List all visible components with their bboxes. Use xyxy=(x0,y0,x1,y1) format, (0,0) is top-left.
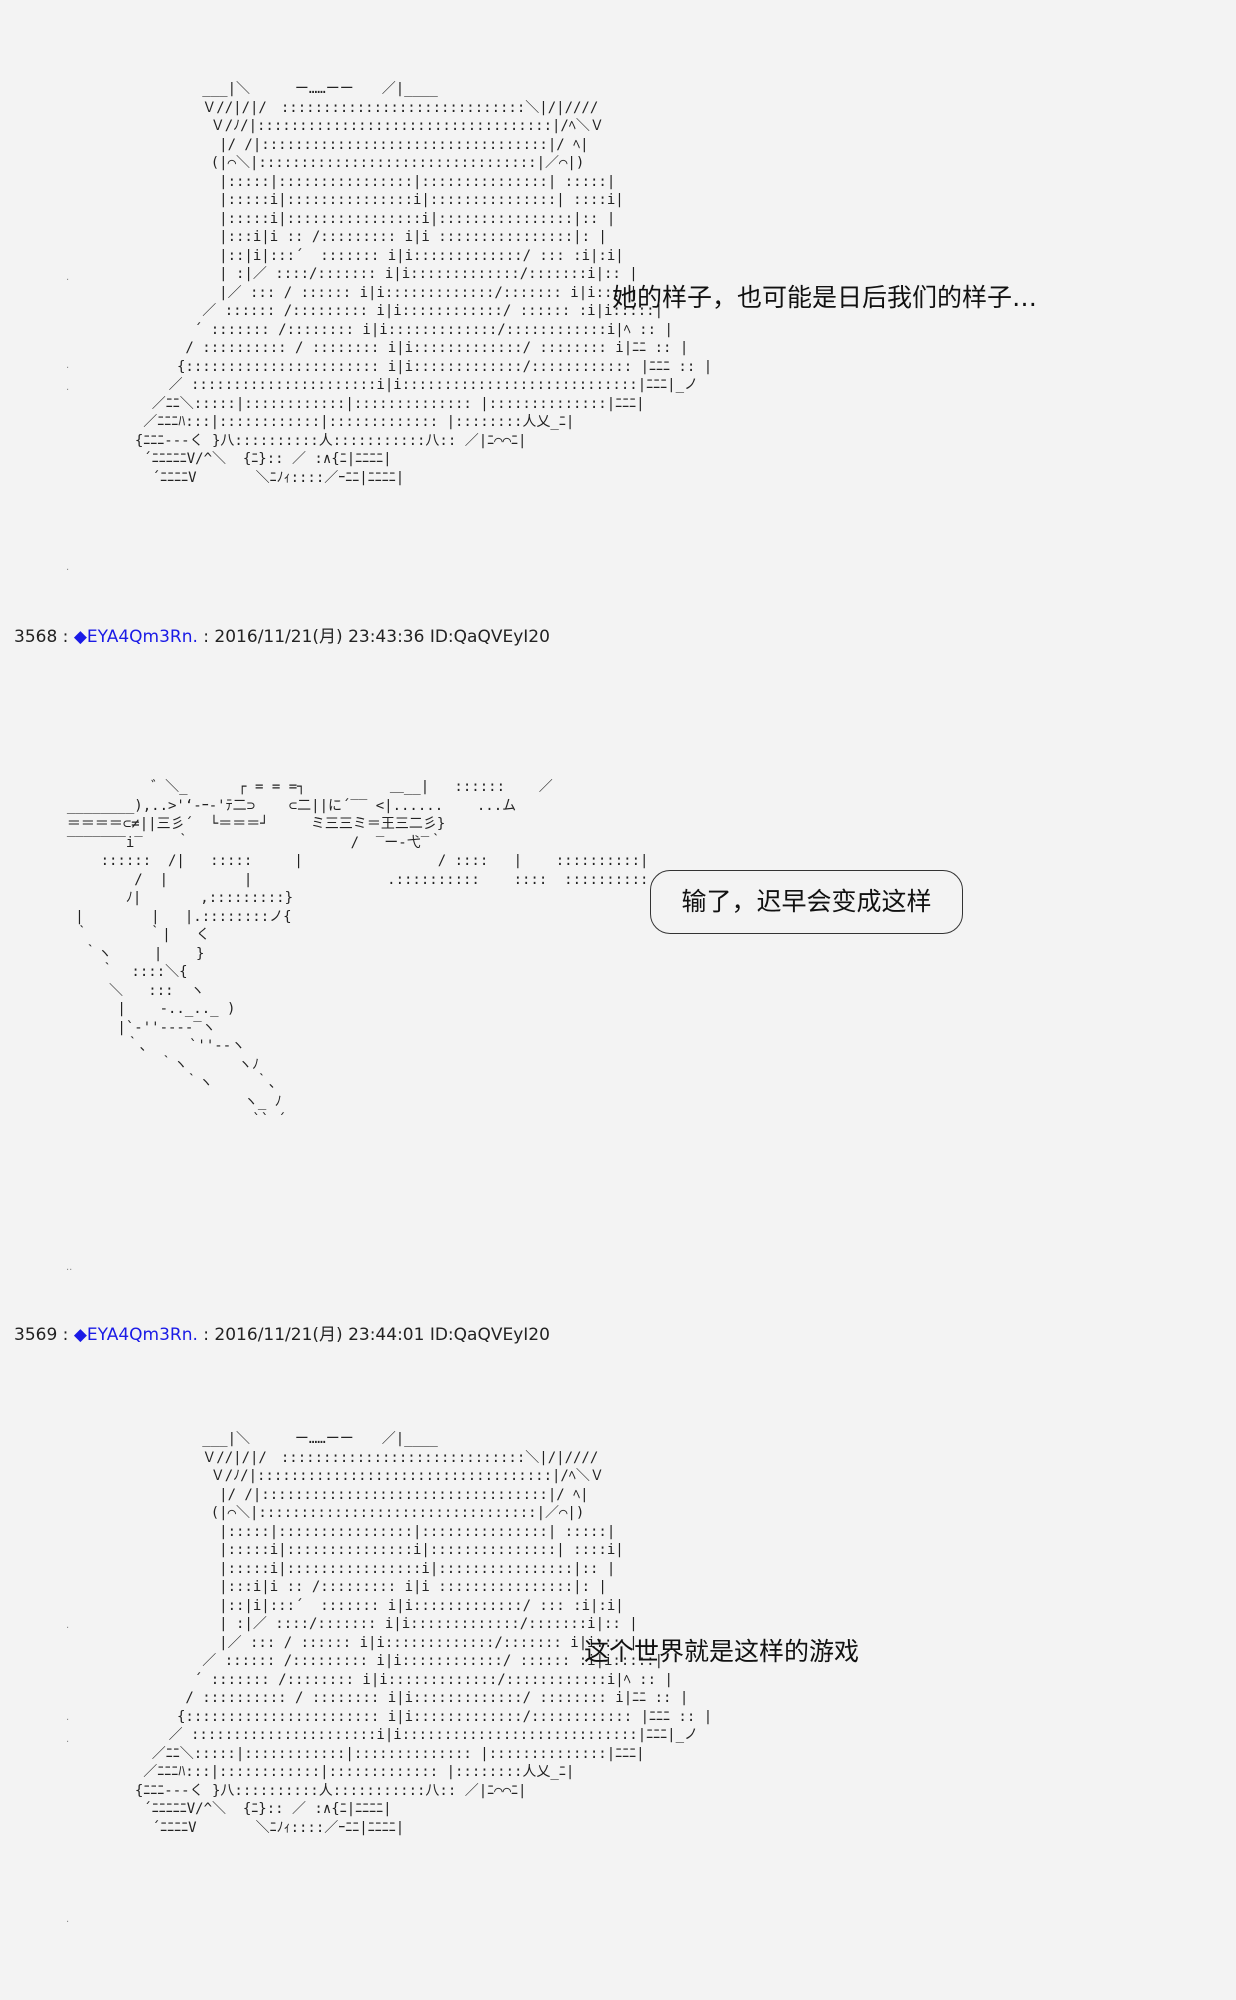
speech-line-3: 这个世界就是这样的游戏 xyxy=(584,1637,860,1666)
margin-dot: .. xyxy=(66,1262,73,1273)
margin-dot: . xyxy=(66,562,70,573)
margin-dot: . xyxy=(66,1712,70,1723)
ascii-art-broken-sword: ゛＼_ ┌ = = =┐ ＿__| :::::: ／ ________)‚..>… xyxy=(66,779,649,1128)
speech-line-2: 输了，迟早会变成这样 xyxy=(681,887,932,916)
post-date: : 2016/11/21(月) 23:43:36 ID:QaQVEyI20 xyxy=(197,627,550,647)
ascii-art-castle-top: ___|＼ ー……ーー ／|____ Ｖ//|/|/ :::::::::::::… xyxy=(134,81,713,486)
speech-line-1: 她的样子，也可能是日后我们的样子… xyxy=(612,283,1038,312)
margin-dot: . xyxy=(66,272,70,283)
post-number: 3568 xyxy=(14,627,58,647)
margin-dot: . xyxy=(66,1734,70,1745)
margin-dot: . xyxy=(66,1914,70,1925)
post-separator: : xyxy=(57,627,74,647)
post-date: : 2016/11/21(月) 23:44:01 ID:QaQVEyI20 xyxy=(197,1325,550,1345)
post-number: 3569 xyxy=(14,1325,58,1345)
margin-dot: . xyxy=(66,360,70,371)
margin-dot: . xyxy=(66,382,70,393)
poster-name[interactable]: ◆EYA4Qm3Rn. xyxy=(73,1325,198,1345)
post-header-3569: 3569 : ◆EYA4Qm3Rn. : 2016/11/21(月) 23:44… xyxy=(14,1320,550,1345)
poster-name[interactable]: ◆EYA4Qm3Rn. xyxy=(73,627,198,647)
speech-bubble: 输了，迟早会变成这样 xyxy=(650,870,963,934)
post-separator: : xyxy=(57,1325,74,1345)
post-header-3568: 3568 : ◆EYA4Qm3Rn. : 2016/11/21(月) 23:43… xyxy=(14,622,550,647)
ascii-art-castle-bottom: ___|＼ ー……ーー ／|____ Ｖ//|/|/ :::::::::::::… xyxy=(134,1431,713,1836)
margin-dot: . xyxy=(66,1620,70,1631)
